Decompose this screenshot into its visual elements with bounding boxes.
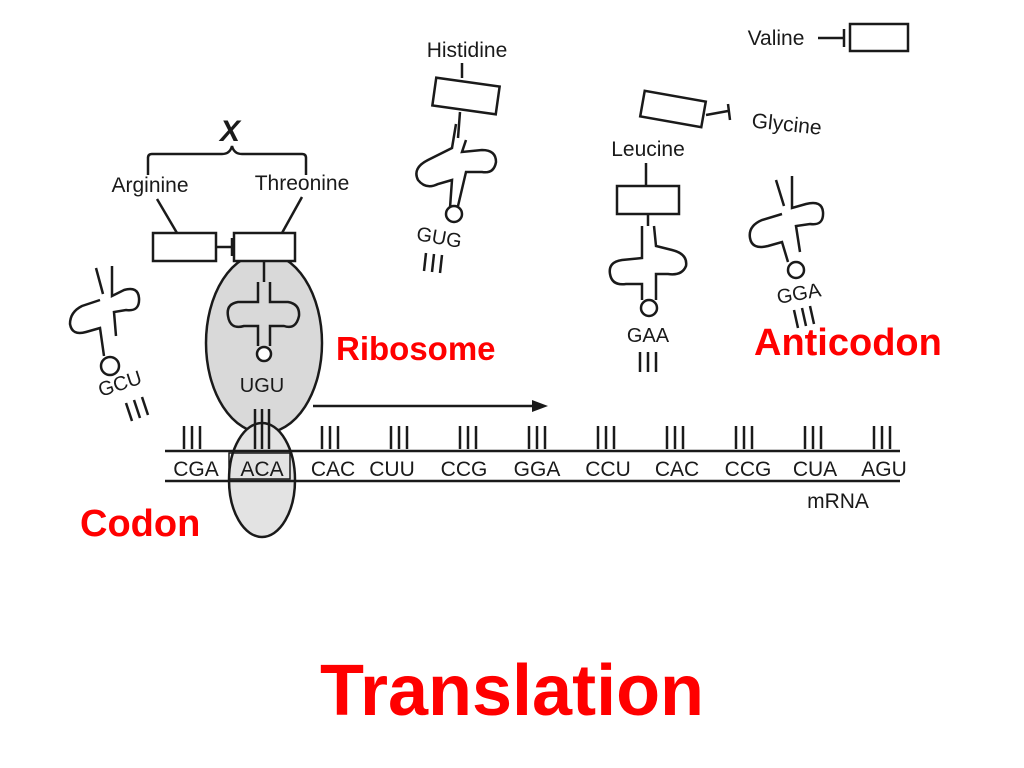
codon-3: CAC — [311, 458, 355, 481]
codon-11: AGU — [861, 458, 907, 481]
mrna-label: mRNA — [807, 490, 869, 513]
slide-title: Translation — [319, 651, 705, 731]
codon-highlight-box — [228, 452, 291, 480]
gug-pair-ticks — [422, 252, 444, 274]
trna-gcu — [68, 266, 141, 377]
threonine-label: Threonine — [255, 172, 350, 195]
glycine-leader — [705, 109, 729, 117]
codon-4: CUU — [369, 458, 415, 481]
base-pair-ticks — [182, 409, 892, 449]
anticodon-ugu: UGU — [240, 375, 284, 397]
arginine-label: Arginine — [111, 174, 188, 197]
codon-row: CGA ACA CAC CUU CCG GGA CCU CAC CCG CUA … — [173, 458, 907, 481]
codon-7: CCU — [585, 458, 631, 481]
arginine-box — [151, 231, 218, 263]
anticodon-gaa: GAA — [627, 325, 670, 347]
histidine-label: Histidine — [427, 39, 508, 62]
ribosome-label: Ribosome — [336, 330, 496, 367]
leucine-box — [615, 184, 681, 216]
x-bracket — [146, 145, 308, 175]
codon-1: CGA — [173, 458, 219, 481]
anticodon-gug: GUG — [415, 223, 464, 253]
gaa-pair-ticks — [638, 352, 658, 372]
anticodon-gga: GGA — [775, 279, 823, 308]
leucine-label: Leucine — [611, 138, 685, 161]
gga-pair-ticks — [792, 305, 816, 329]
codon-6: GGA — [514, 458, 561, 481]
codon-10: CUA — [793, 458, 837, 481]
trna-gaa — [608, 214, 688, 318]
trna-gug — [415, 111, 498, 224]
codon-label: Codon — [80, 503, 201, 545]
codon-9: CCG — [725, 458, 772, 481]
x-group-label: X — [218, 115, 242, 148]
trna-in-ribosome — [226, 261, 301, 363]
anticodon-label: Anticodon — [754, 322, 942, 364]
codon-2: ACA — [240, 458, 283, 481]
trna-gga — [748, 176, 825, 280]
valine-label: Valine — [748, 27, 805, 50]
glycine-label: Glycine — [751, 109, 823, 139]
arginine-leader — [155, 198, 179, 234]
threonine-box — [232, 231, 297, 263]
glycine-leader-cap — [726, 103, 732, 121]
gcu-pair-ticks — [124, 396, 150, 422]
codon-8: CAC — [655, 458, 699, 481]
histidine-box — [430, 76, 502, 116]
valine-box — [848, 22, 910, 53]
mrna-strand — [165, 449, 900, 483]
codon-5: CCG — [441, 458, 488, 481]
threonine-leader — [280, 196, 304, 234]
translation-direction-arrow — [313, 400, 548, 412]
glycine-box — [638, 89, 708, 129]
